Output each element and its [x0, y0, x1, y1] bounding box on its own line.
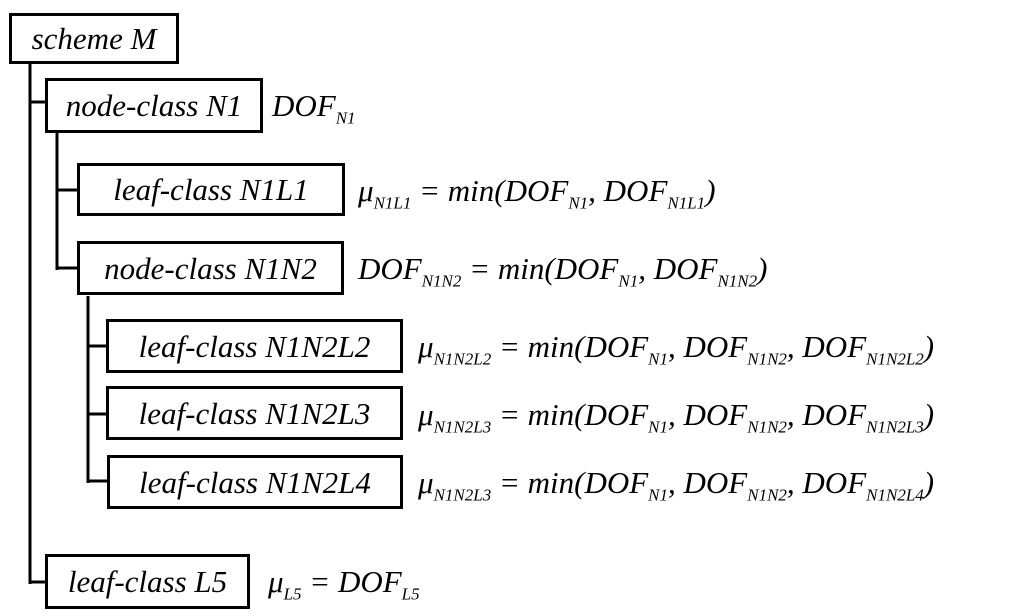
- leaf-class-n1l1-box: leaf-class N1L1: [77, 163, 345, 216]
- leaf-class-l5-box: leaf-class L5: [45, 554, 250, 609]
- leaf-class-n1n2l4-box: leaf-class N1N2L4: [107, 455, 403, 509]
- formula-dof-n1n2: DOFN1N2 = min(DOFN1, DOFN1N2): [358, 251, 768, 291]
- formula-mu-n1n2l3: μN1N2L3 = min(DOFN1, DOFN1N2, DOFN1N2L3): [418, 397, 935, 437]
- scheme-m-box: scheme M: [9, 13, 179, 64]
- leaf-class-n1n2l2-box: leaf-class N1N2L2: [106, 319, 403, 373]
- formula-mu-n1l1: μN1L1 = min(DOFN1, DOFN1L1): [358, 173, 716, 213]
- formula-dof-n1: DOFN1: [272, 88, 356, 128]
- node-class-n1n2-box: node-class N1N2: [77, 241, 344, 295]
- node-class-n1-box: node-class N1: [45, 78, 263, 133]
- leaf-class-n1n2l3-box: leaf-class N1N2L3: [106, 386, 403, 440]
- formula-mu-n1n2l4: μN1N2L3 = min(DOFN1, DOFN1N2, DOFN1N2L4): [418, 465, 935, 505]
- formula-mu-n1n2l2: μN1N2L2 = min(DOFN1, DOFN1N2, DOFN1N2L2): [418, 329, 935, 369]
- formula-mu-l5: μL5 = DOFL5: [268, 564, 420, 604]
